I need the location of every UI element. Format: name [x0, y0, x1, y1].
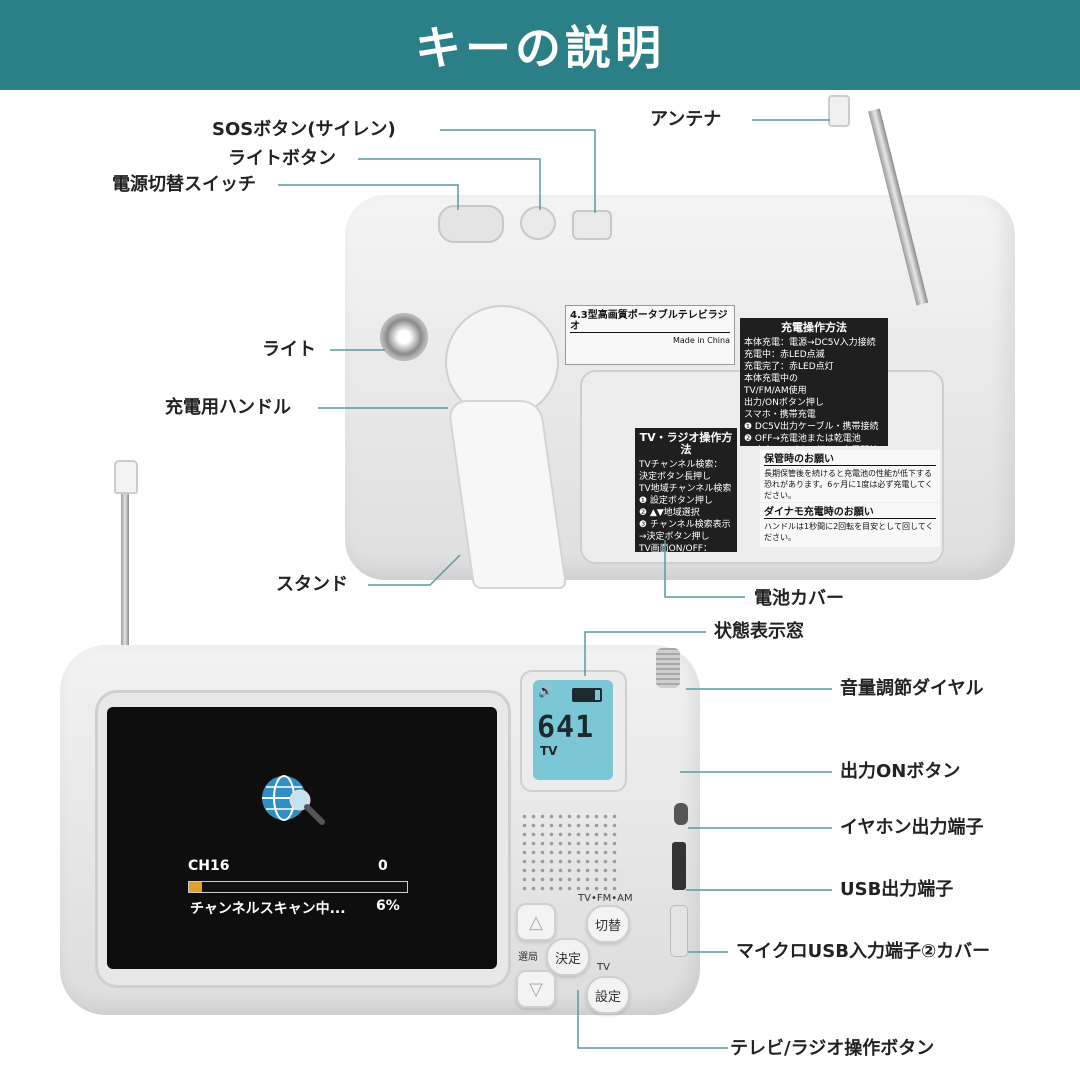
label-antenna: アンテナ: [650, 109, 722, 130]
front-antenna: [121, 485, 129, 647]
tv-screen: [107, 707, 497, 969]
light-button-control: [520, 206, 556, 240]
settings-button[interactable]: 設定: [586, 976, 630, 1014]
scan-progress-fill: [189, 882, 203, 892]
label-output-on-button: 出力ONボタン: [840, 761, 961, 782]
select-caption: 選局: [518, 952, 538, 963]
product-title: 4.3型高画質ポータブルテレビラジオ: [570, 310, 730, 333]
signal-value: 0: [378, 858, 388, 874]
front-antenna-tip: [114, 460, 138, 494]
switch-button[interactable]: 切替: [586, 905, 630, 943]
charge-panel-text: 本体充電：電源→DC5V入力接続 充電中：赤LED点滅 充電完了：赤LED点灯 …: [744, 338, 879, 444]
volume-dial-shape: [656, 648, 680, 688]
lcd-mode-label: TV: [540, 744, 558, 758]
label-earphone-jack: イヤホン出力端子: [840, 817, 984, 838]
up-button[interactable]: △: [516, 903, 556, 941]
earphone-jack-shape: [674, 803, 688, 825]
down-button[interactable]: ▽: [516, 970, 556, 1008]
battery-icon: [572, 688, 602, 702]
label-stand: スタンド: [276, 574, 348, 595]
charge-panel-title: 充電操作方法: [781, 321, 847, 334]
globe-search-icon: [258, 770, 328, 830]
channel-label: CH16: [188, 858, 230, 874]
power-switch-control: [438, 205, 504, 243]
storage-text: 長期保管後を続けると充電池の性能が低下する恐れがあります。6ヶ月に1度は必ず充電…: [764, 469, 933, 500]
label-tv-radio-buttons: テレビ/ラジオ操作ボタン: [730, 1038, 935, 1059]
label-volume-dial: 音量調節ダイヤル: [840, 678, 984, 699]
charge-instructions-panel: 充電操作方法 本体充電：電源→DC5V入力接続 充電中：赤LED点滅 充電完了：…: [740, 318, 888, 446]
label-status-window: 状態表示窓: [714, 621, 804, 642]
flashlight-lens: [380, 313, 428, 361]
product-sticker: 4.3型高画質ポータブルテレビラジオ Made in China: [565, 305, 735, 365]
scan-percent: 6%: [376, 898, 400, 914]
scan-status-text: チャンネルスキャン中...: [190, 901, 346, 917]
back-antenna-tip: [828, 95, 850, 127]
label-light: ライト: [262, 339, 316, 360]
tv-panel-title: TV・ラジオ操作方法: [639, 431, 733, 456]
storage-notice: 保管時のお願い 長期保管後を続けると充電池の性能が低下する恐れがあります。6ヶ月…: [760, 450, 940, 502]
label-light-button: ライトボタン: [228, 148, 336, 169]
dynamo-title: ダイナモ充電時のお願い: [764, 507, 936, 519]
storage-title: 保管時のお願い: [764, 454, 936, 466]
dynamo-notice: ダイナモ充電時のお願い ハンドルは1秒間に2回転を目安として回してください。: [760, 503, 940, 547]
label-power-switch: 電源切替スイッチ: [112, 174, 256, 195]
label-sos-button: SOSボタン(サイレン): [212, 119, 396, 140]
usb-port-shape: [672, 842, 686, 890]
made-in-text: Made in China: [672, 336, 730, 345]
confirm-button[interactable]: 決定: [546, 938, 590, 976]
tv-caption: TV: [597, 962, 610, 973]
label-battery-cover: 電池カバー: [754, 588, 844, 609]
scan-progress-bar: [188, 881, 408, 893]
speaker-grille: [520, 812, 620, 892]
title-banner: キーの説明: [0, 0, 1080, 90]
lcd-channel-digits: 641: [537, 710, 595, 745]
label-usb-output: USB出力端子: [840, 879, 954, 900]
speaker-icon: 🔊: [538, 684, 553, 698]
label-micro-usb-input: マイクロUSB入力端子②カバー: [736, 941, 991, 962]
dynamo-text: ハンドルは1秒間に2回転を目安として回してください。: [764, 522, 934, 542]
mode-caption: TV•FM•AM: [578, 893, 633, 904]
sos-button-control: [572, 210, 612, 240]
micro-usb-cover-shape: [670, 905, 688, 957]
label-charging-handle: 充電用ハンドル: [165, 397, 291, 418]
tv-instructions-panel: TV・ラジオ操作方法 TVチャンネル検索： 決定ボタン長押し TV地域チャンネル…: [635, 428, 737, 552]
page-title: キーの説明: [415, 21, 665, 75]
tv-panel-text: TVチャンネル検索： 決定ボタン長押し TV地域チャンネル検索 ❶ 設定ボタン押…: [639, 460, 732, 552]
